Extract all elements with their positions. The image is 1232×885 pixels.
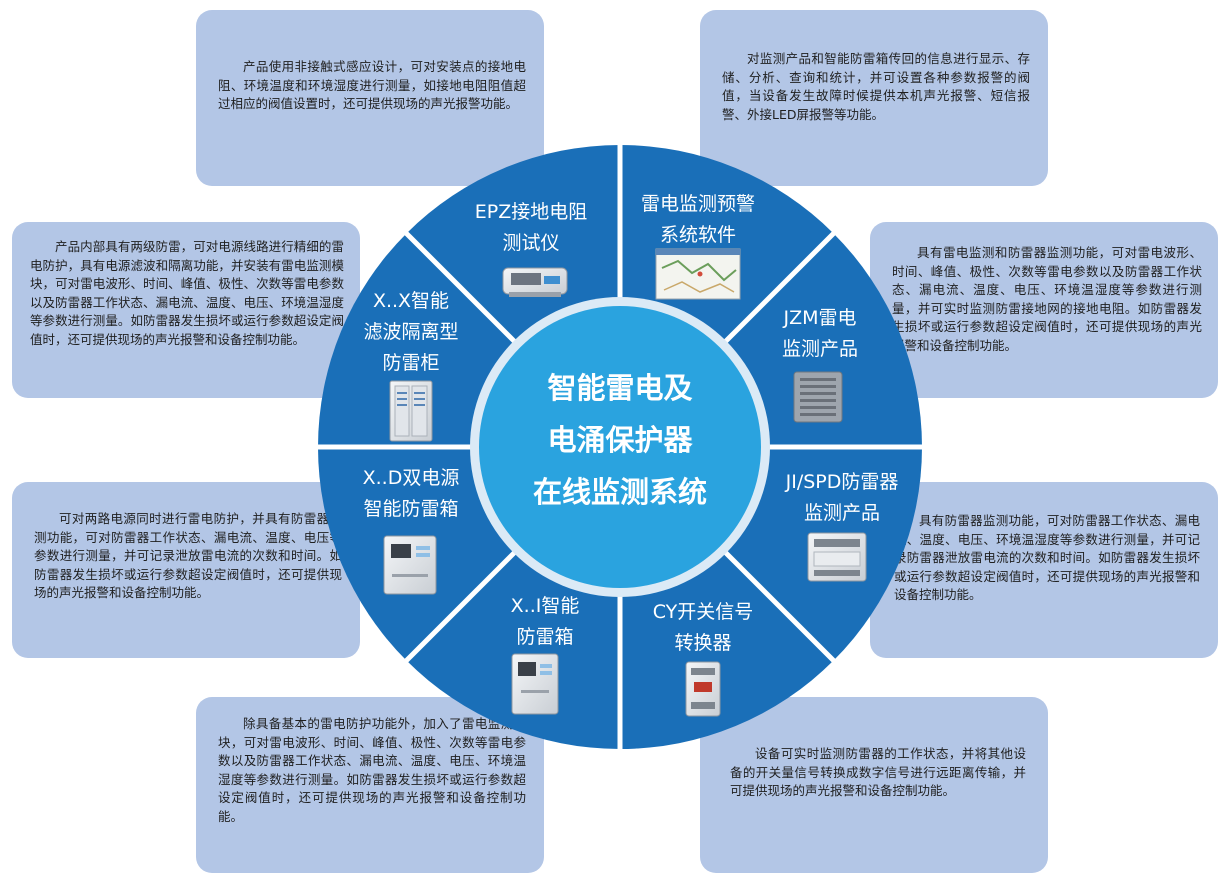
hub-circle <box>479 306 761 588</box>
segment-xx-label-1: X..X智能 <box>373 290 449 312</box>
segment-divider-7 <box>403 230 523 350</box>
center-title-line-1: 智能雷电及 <box>547 371 692 405</box>
segment-epz-label-1: EPZ接地电阻 <box>475 201 587 223</box>
segment-cy-label-1: CY开关信号 <box>653 601 754 623</box>
segment-epz[interactable]: EPZ接地电阻 测试仪 <box>475 201 587 297</box>
segment-xi-label-2: 防雷箱 <box>516 626 573 648</box>
segment-xi-label-1: X..I智能 <box>511 595 580 617</box>
segment-dividers <box>317 144 923 750</box>
segment-divider-5 <box>403 544 523 664</box>
segment-xx[interactable]: X..X智能 滤波隔离型 防雷柜 <box>363 290 459 442</box>
card-software-description: 对监测产品和智能防雷箱传回的信息进行显示、存储、分析、查询和统计，并可设置各种参… <box>700 10 1048 186</box>
card-xi-description: 除具备基本的雷电防护功能外，加入了雷电监测模块，可对雷电波形、时间、峰值、极性、… <box>196 697 544 873</box>
card-jispd-text: 具有防雷器监测功能，可对防雷器工作状态、漏电流、温度、电压、环境温湿度等参数进行… <box>894 513 1200 602</box>
card-epz-text: 产品使用非接触式感应设计，可对安装点的接地电阻、环境温度和环境湿度进行测量，如接… <box>218 59 526 111</box>
dual-power-lightning-box-icon <box>383 535 437 595</box>
card-jzm-text: 具有雷电监测和防雷器监测功能，可对雷电波形、时间、峰值、极性、次数等雷电参数以及… <box>892 245 1202 353</box>
card-xi-text: 除具备基本的雷电防护功能外，加入了雷电监测模块，可对雷电波形、时间、峰值、极性、… <box>218 716 526 824</box>
smart-lightning-box-icon <box>511 653 559 715</box>
card-cy-description: 设备可实时监测防雷器的工作状态，并将其他设备的开关量信号转换成数字信号进行远距离… <box>700 697 1048 873</box>
card-xd-text: 可对两路电源同时进行雷电防护，并具有防雷器监测功能，可对防雷器工作状态、漏电流、… <box>34 511 342 600</box>
segment-jzm[interactable]: JZM雷电 监测产品 <box>782 307 858 423</box>
segment-software-label-1: 雷电监测预警 <box>641 193 755 215</box>
segment-jzm-label-1: JZM雷电 <box>782 307 856 329</box>
segment-xd[interactable]: X..D双电源 智能防雷箱 <box>363 467 460 595</box>
segment-software-label-2: 系统软件 <box>660 224 736 246</box>
segment-cy-label-2: 转换器 <box>674 632 731 654</box>
segment-xx-label-3: 防雷柜 <box>382 352 439 374</box>
segment-jispd[interactable]: JI/SPD防雷器 监测产品 <box>785 471 899 582</box>
segment-jzm-label-2: 监测产品 <box>782 338 858 360</box>
segment-jispd-label-1: JI/SPD防雷器 <box>785 471 899 493</box>
segment-divider-3 <box>717 544 837 664</box>
center-title-line-3: 在线监测系统 <box>533 475 707 509</box>
segment-cy[interactable]: CY开关信号 转换器 <box>653 601 754 717</box>
card-xd-description: 可对两路电源同时进行雷电防护，并具有防雷器监测功能，可对防雷器工作状态、漏电流、… <box>12 482 360 658</box>
segment-xx-label-2: 滤波隔离型 <box>363 321 458 343</box>
center-title-line-2: 电涌保护器 <box>547 423 693 457</box>
segment-divider-1 <box>717 230 837 350</box>
card-cy-text: 设备可实时监测防雷器的工作状态，并将其他设备的开关量信号转换成数字信号进行远距离… <box>730 746 1026 798</box>
ground-resistance-tester-icon <box>502 267 568 297</box>
card-xx-description: 产品内部具有两级防雷，可对电源线路进行精细的雷电防护，具有电源滤波和隔离功能，并… <box>12 222 360 398</box>
segment-jispd-label-2: 监测产品 <box>804 502 880 524</box>
segment-xd-label-2: 智能防雷箱 <box>363 498 458 520</box>
segment-epz-label-2: 测试仪 <box>502 232 559 254</box>
card-jzm-description: 具有雷电监测和防雷器监测功能，可对雷电波形、时间、峰值、极性、次数等雷电参数以及… <box>870 222 1218 398</box>
card-software-text: 对监测产品和智能防雷箱传回的信息进行显示、存储、分析、查询和统计，并可设置各种参… <box>722 51 1030 122</box>
segment-software[interactable]: 雷电监测预警 系统软件 <box>641 193 755 300</box>
card-epz-description: 产品使用非接触式感应设计，可对安装点的接地电阻、环境温度和环境湿度进行测量，如接… <box>196 10 544 186</box>
segment-xi[interactable]: X..I智能 防雷箱 <box>511 595 580 715</box>
signal-converter-icon <box>685 661 721 717</box>
filter-isolation-cabinet-icon <box>389 380 433 442</box>
segment-xd-label-1: X..D双电源 <box>363 467 460 489</box>
monitoring-software-screenshot-icon <box>655 248 741 300</box>
card-jispd-description: 具有防雷器监测功能，可对防雷器工作状态、漏电流、温度、电压、环境温湿度等参数进行… <box>870 482 1218 658</box>
card-xx-text: 产品内部具有两级防雷，可对电源线路进行精细的雷电防护，具有电源滤波和隔离功能，并… <box>30 239 344 347</box>
lightning-monitor-device-icon <box>793 371 843 423</box>
spd-monitor-module-icon <box>807 532 867 582</box>
